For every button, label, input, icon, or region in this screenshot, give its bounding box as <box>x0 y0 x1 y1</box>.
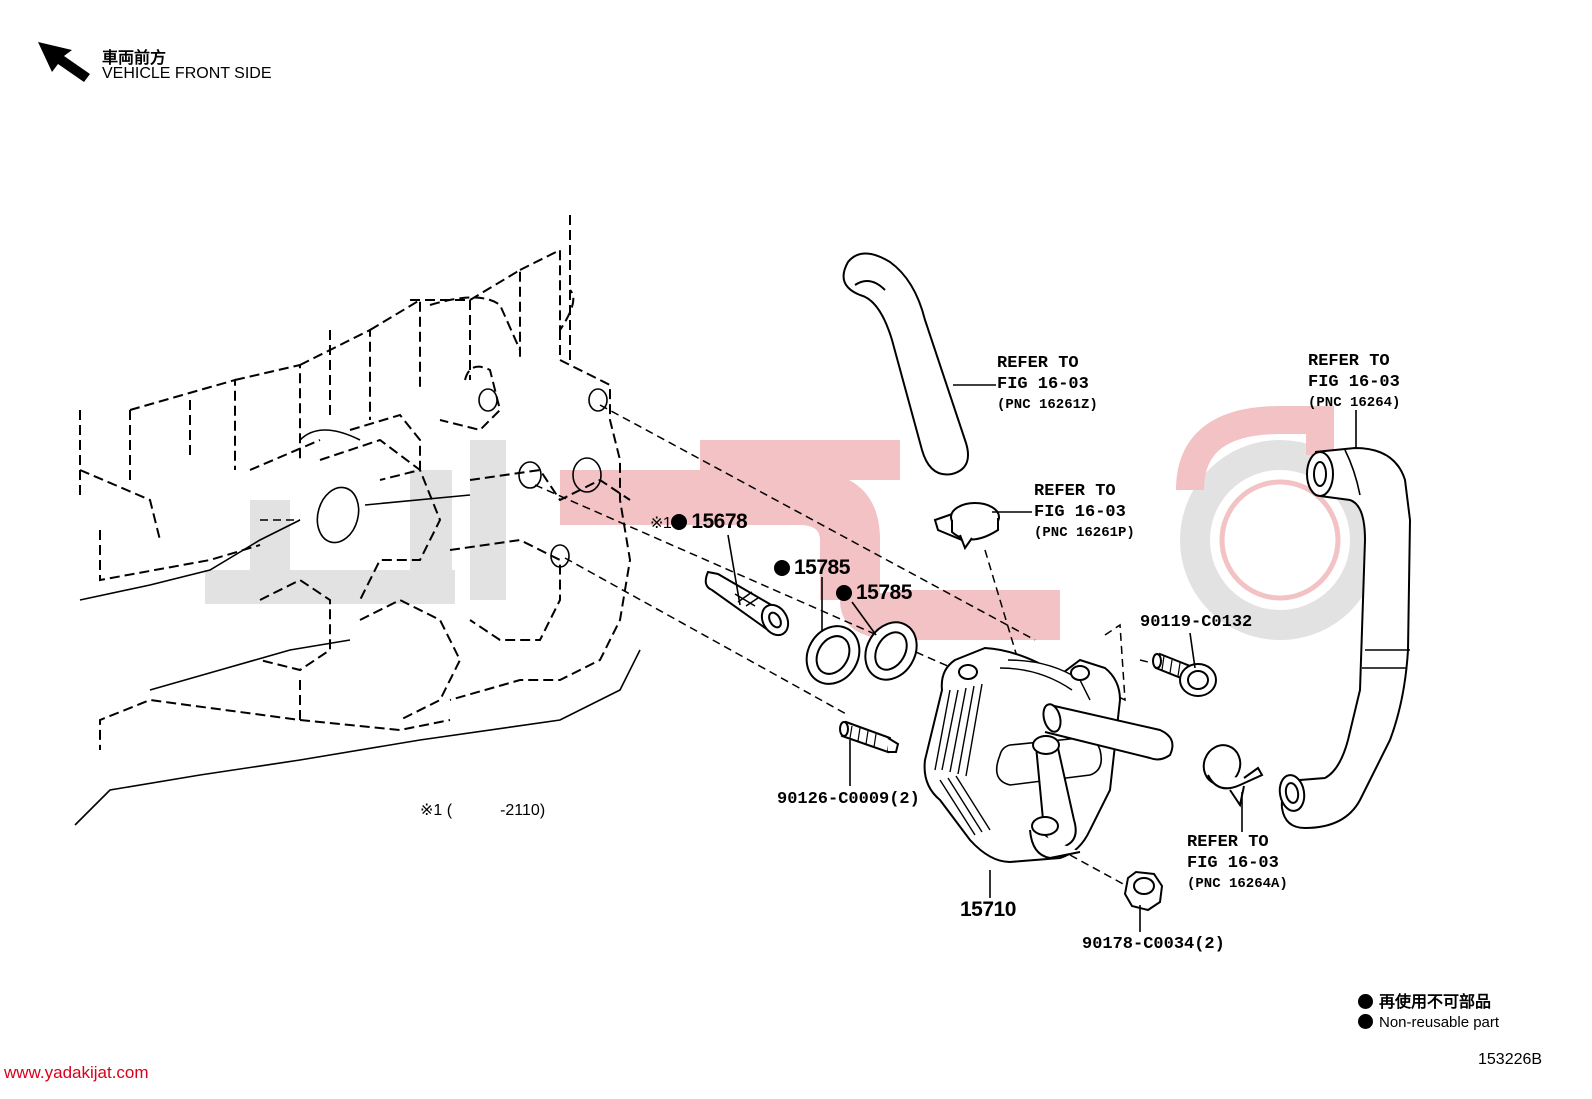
reference-pnc: (PNC 16261P) <box>1034 525 1135 541</box>
leader-lines <box>727 384 1357 932</box>
part-number: 15785 <box>856 581 912 604</box>
front-arrow-icon <box>38 42 90 82</box>
reference-16261z[interactable]: REFER TO FIG 16-03 (PNC 16261Z) <box>997 353 1098 416</box>
non-reusable-dot-icon <box>774 560 790 576</box>
reference-line1: REFER TO <box>1187 833 1269 852</box>
part-label-15710[interactable]: 15710 <box>960 898 1016 921</box>
reference-pnc: (PNC 16261Z) <box>997 397 1098 413</box>
reference-line1: REFER TO <box>1308 352 1390 371</box>
part-label-15785-b[interactable]: 15785 <box>836 581 912 605</box>
non-reusable-dot-icon <box>836 585 852 601</box>
non-reusable-dot-icon <box>1358 994 1373 1009</box>
part-label-15785-a[interactable]: 15785 <box>774 556 850 580</box>
hose-16264 <box>1278 446 1412 830</box>
reference-line2: FIG 16-03 <box>997 375 1089 394</box>
figure-code: 153226B <box>1478 1051 1543 1068</box>
direction-label-jp: 車両前方 <box>102 50 167 67</box>
part-label-15678[interactable]: ※1 15678 <box>650 510 748 534</box>
part-label-90126[interactable]: 90126-C0009(2) <box>777 790 920 809</box>
nut-90178 <box>1123 870 1164 912</box>
engine-block-outline <box>79 215 632 750</box>
direction-label-en: VEHICLE FRONT SIDE <box>102 65 272 82</box>
non-reusable-dot-icon <box>671 514 688 530</box>
watermark-logo <box>205 406 1380 640</box>
reference-line2: FIG 16-03 <box>1187 854 1279 873</box>
legend-en: Non-reusable part <box>1358 1014 1499 1031</box>
part-15678-tube <box>704 570 790 637</box>
oil-cooler-15710 <box>923 646 1174 864</box>
legend-jp: 再使用不可部品 <box>1358 988 1491 1012</box>
clamp-16264a <box>1202 744 1264 808</box>
assembly-guide-lines <box>260 404 1161 886</box>
legend-jp-text: 再使用不可部品 <box>1379 994 1492 1011</box>
part-number: 15785 <box>794 556 850 579</box>
clamp-16261p <box>933 502 1000 551</box>
legend-en-text: Non-reusable part <box>1379 1014 1500 1031</box>
reference-pnc: (PNC 16264A) <box>1187 876 1288 892</box>
engine-block-solid <box>74 388 641 826</box>
reference-line2: FIG 16-03 <box>1308 373 1400 392</box>
part-number: 15678 <box>691 510 748 533</box>
reference-line1: REFER TO <box>1034 482 1116 501</box>
footnote: ※1 ( -2110) <box>420 800 545 820</box>
part-label-90178[interactable]: 90178-C0034(2) <box>1082 935 1225 954</box>
reference-16261p[interactable]: REFER TO FIG 16-03 (PNC 16261P) <box>1034 481 1135 544</box>
stud-90126 <box>839 720 900 754</box>
footnote-mark: ※1 ( <box>420 802 453 819</box>
reference-16264[interactable]: REFER TO FIG 16-03 (PNC 16264) <box>1308 351 1400 414</box>
gasket-15785-a <box>805 625 861 685</box>
footnote-range: -2110) <box>500 802 546 819</box>
reference-line1: REFER TO <box>997 354 1079 373</box>
reference-pnc: (PNC 16264) <box>1308 395 1401 411</box>
reference-line2: FIG 16-03 <box>1034 503 1126 522</box>
gasket-15785-b <box>864 621 918 681</box>
footnote-mark: ※1 <box>650 515 672 532</box>
non-reusable-dot-icon <box>1358 1014 1373 1029</box>
hose-16261z <box>842 252 969 476</box>
reference-16264a[interactable]: REFER TO FIG 16-03 (PNC 16264A) <box>1187 832 1288 895</box>
part-label-90119[interactable]: 90119-C0132 <box>1140 613 1253 632</box>
website-link[interactable]: www.yadakijat.com <box>4 1063 149 1082</box>
bolt-90119 <box>1152 652 1217 697</box>
